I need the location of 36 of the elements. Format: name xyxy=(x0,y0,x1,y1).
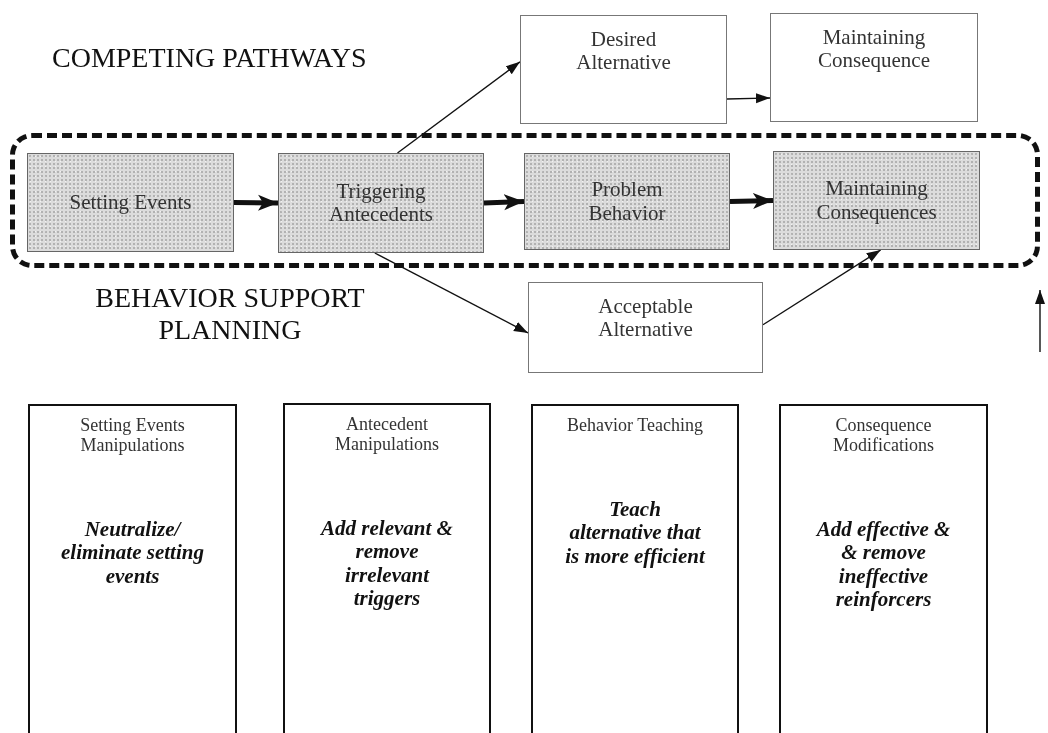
pathway-box xyxy=(27,153,234,252)
panel-heading: Setting Events Manipulations xyxy=(79,416,186,456)
panel-description: Add effective & & remove ineffective reinforcers xyxy=(814,517,952,612)
panel-description: Add relevant & remove irrelevant triggers xyxy=(319,516,454,611)
strategy-panel xyxy=(283,403,491,733)
arrow xyxy=(729,192,774,209)
section-heading: BEHAVIOR SUPPORT PLANNING xyxy=(94,282,366,347)
arrow xyxy=(726,93,771,104)
arrow xyxy=(374,252,529,334)
node-label: Maintaining Consequence xyxy=(817,26,931,73)
node-label: Triggering Antecedents xyxy=(328,179,434,227)
strategy-panel xyxy=(531,404,739,733)
pathway-box xyxy=(770,13,978,122)
node-label: Problem Behavior xyxy=(587,178,667,225)
strategy-panel xyxy=(779,404,988,733)
pathway-box xyxy=(524,153,730,250)
strategy-panel xyxy=(28,404,237,733)
node-label: Setting Events xyxy=(69,190,192,215)
panel-description: Teach alternative that is more efficient xyxy=(564,497,707,569)
panel-heading: Consequence Modifications xyxy=(832,416,935,456)
arrow xyxy=(1035,289,1045,353)
pathway-box xyxy=(278,153,484,253)
pathway-box xyxy=(528,282,763,373)
panel-heading: Behavior Teaching xyxy=(567,416,703,436)
panel-heading: Antecedent Manipulations xyxy=(334,415,440,455)
arrow xyxy=(233,194,279,211)
panel-description: Neutralize/ eliminate setting events xyxy=(60,517,205,589)
arrow xyxy=(483,194,525,211)
node-label: Desired Alternative xyxy=(575,28,672,75)
pathway-box xyxy=(520,15,727,124)
arrow xyxy=(762,249,882,326)
node-label: Maintaining Consequences xyxy=(815,177,938,224)
section-heading: COMPETING PATHWAYS xyxy=(52,42,368,75)
pathway-box xyxy=(773,151,980,250)
dashed-group-frame xyxy=(10,133,1040,268)
node-label: Acceptable Alternative xyxy=(597,295,694,342)
